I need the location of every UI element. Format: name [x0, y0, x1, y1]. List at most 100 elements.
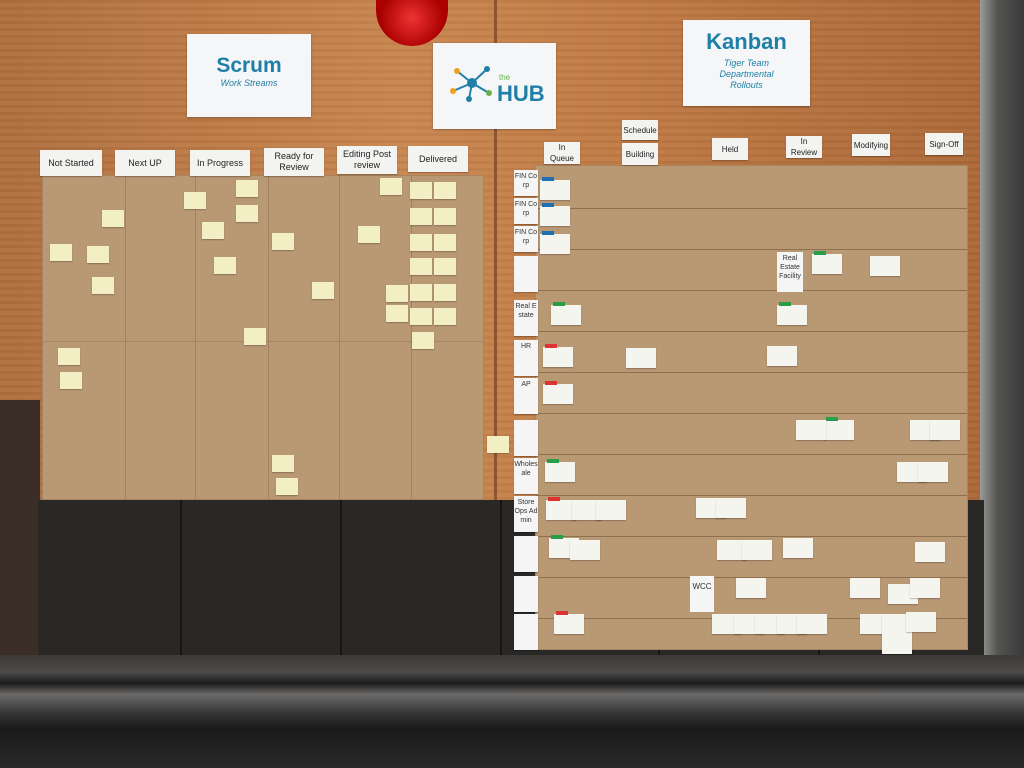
kanban-row-label	[514, 256, 538, 292]
kanban-subtitle: Tiger Team Departmental Rollouts	[719, 58, 774, 90]
sticky-note	[434, 182, 456, 199]
task-card	[906, 612, 936, 632]
card-flag	[542, 231, 554, 235]
card-flag	[826, 417, 838, 421]
kanban-row-label	[514, 420, 538, 456]
card-flag	[553, 302, 565, 306]
card-flag	[779, 302, 791, 306]
task-card	[915, 542, 945, 562]
task-card	[736, 578, 766, 598]
card-flag	[556, 611, 568, 615]
sticky-note	[434, 208, 456, 225]
task-card	[824, 417, 854, 440]
kanban-column-header: Schedule	[622, 120, 658, 140]
sticky-note	[487, 436, 509, 453]
card-real-estate-facility: Real Estate Facility	[777, 252, 803, 292]
task-card	[882, 614, 912, 634]
kanban-column-header: Building	[622, 143, 658, 165]
sticky-note	[276, 478, 298, 495]
kanban-title: Kanban	[706, 29, 787, 54]
right-wall	[980, 0, 1024, 655]
task-card	[540, 231, 570, 254]
task-card	[870, 256, 900, 276]
sticky-note	[434, 284, 456, 301]
kanban-row-label	[514, 536, 538, 572]
task-card	[717, 540, 747, 560]
sticky-note	[202, 222, 224, 239]
task-card	[540, 203, 570, 226]
task-card	[777, 302, 807, 325]
kanban-row-label: FIN Corp	[514, 170, 538, 196]
kanban-row-label	[514, 576, 538, 612]
card-flag	[542, 177, 554, 181]
scrum-column-header: Next UP	[115, 150, 175, 176]
sticky-note	[412, 332, 434, 349]
sticky-note	[87, 246, 109, 263]
sticky-note	[184, 192, 206, 209]
task-card	[742, 540, 772, 560]
card-wcc: WCC	[690, 576, 714, 612]
sticky-note	[236, 205, 258, 222]
scrum-column-header: In Progress	[190, 150, 250, 176]
sticky-note	[386, 305, 408, 322]
sticky-note	[92, 277, 114, 294]
sticky-note	[60, 372, 82, 389]
kanban-row-label: Store Ops Admin	[514, 496, 538, 532]
kanban-column-header: Held	[712, 138, 748, 160]
sticky-note	[358, 226, 380, 243]
task-card	[543, 381, 573, 404]
kanban-column-header: In Queue	[544, 142, 580, 164]
scrum-column-header: Not Started	[40, 150, 102, 176]
task-card	[551, 302, 581, 325]
sticky-note	[50, 244, 72, 261]
task-card	[596, 500, 626, 520]
hub-sign: the HUB	[433, 43, 556, 129]
scrum-subtitle: Work Streams	[220, 78, 278, 88]
task-card	[540, 177, 570, 200]
task-card	[783, 538, 813, 558]
sticky-note	[410, 284, 432, 301]
sticky-note	[434, 258, 456, 275]
task-card	[626, 348, 656, 368]
card-flag	[547, 459, 559, 463]
kanban-column-header: In Review	[786, 136, 822, 158]
kanban-row-label	[514, 614, 538, 650]
task-card	[545, 459, 575, 482]
sticky-note	[410, 234, 432, 251]
sticky-note	[272, 233, 294, 250]
kanban-row-label: Real Estate	[514, 300, 538, 336]
hub-title: HUB	[497, 81, 545, 106]
scrum-column-header: Delivered	[408, 146, 468, 172]
sticky-note	[236, 180, 258, 197]
kanban-column-header: Sign-Off	[925, 133, 963, 155]
kanban-row-label: FIN Corp	[514, 226, 538, 252]
sticky-note	[244, 328, 266, 345]
kanban-column-header: Modifying	[852, 134, 890, 156]
kanban-row-label: AP	[514, 378, 538, 414]
card-flag	[548, 497, 560, 501]
card-flag	[542, 203, 554, 207]
task-card	[910, 578, 940, 598]
kanban-row-label: Wholesale	[514, 458, 538, 494]
task-card	[796, 420, 826, 440]
kanban-row-label: HR	[514, 340, 538, 376]
kanban-row-label: FIN Corp	[514, 198, 538, 224]
task-card	[882, 634, 912, 654]
task-card	[850, 578, 880, 598]
sticky-note	[410, 308, 432, 325]
scrum-title: Scrum	[216, 54, 282, 77]
task-card	[570, 540, 600, 560]
task-card	[918, 462, 948, 482]
task-card	[546, 497, 576, 520]
card-flag	[545, 344, 557, 348]
sticky-note	[380, 178, 402, 195]
sticky-note	[410, 208, 432, 225]
card-flag	[551, 535, 563, 539]
card-flag	[814, 251, 826, 255]
kanban-sign: Kanban Tiger Team Departmental Rollouts	[683, 20, 810, 106]
scrum-column-header: Editing Post review	[337, 146, 397, 174]
task-card	[767, 346, 797, 366]
hub-network-icon	[450, 66, 492, 102]
sticky-note	[102, 210, 124, 227]
task-card	[543, 344, 573, 367]
